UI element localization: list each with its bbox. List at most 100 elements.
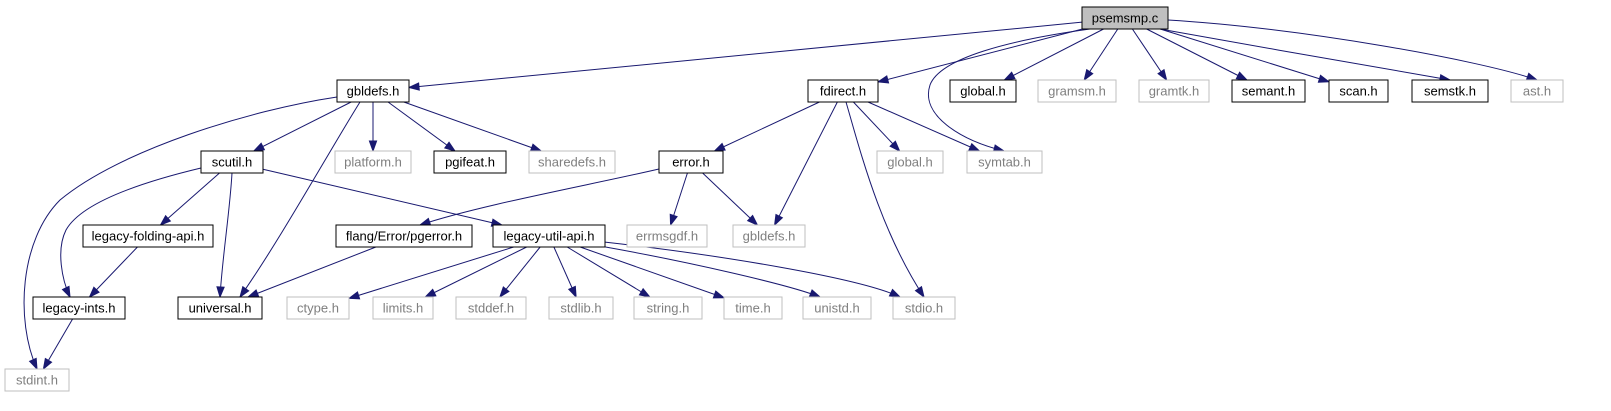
edge-scutil-h-to-universal-h-line xyxy=(219,172,233,298)
node-label: semant.h xyxy=(1242,84,1295,99)
edge-legacy-util-api-h-to-stddef-h-line xyxy=(499,246,541,298)
edge-psemsmp-c-to-fdirect-h-arrowhead xyxy=(876,75,890,84)
node-pgifeat-h[interactable]: pgifeat.h xyxy=(433,150,507,174)
edge-error-h-to-flang-error-pgerror-h-line xyxy=(419,168,660,226)
edge-scutil-h-to-legacy-folding-api-h-line xyxy=(160,172,220,226)
node-global-h-top[interactable]: global.h xyxy=(949,79,1017,103)
node-ast-h: ast.h xyxy=(1510,79,1564,103)
edge-psemsmp-c-to-global-h-top xyxy=(1003,28,1104,81)
edge-legacy-util-api-h-to-limits-h xyxy=(423,246,527,298)
node-box xyxy=(1510,79,1564,103)
node-box xyxy=(966,150,1043,174)
node-label: symtab.h xyxy=(978,155,1031,170)
edge-psemsmp-c-to-scan-h-arrowhead xyxy=(1317,74,1331,83)
edge-scutil-h-to-universal-h-arrowhead xyxy=(216,286,225,299)
node-fdirect-h[interactable]: fdirect.h xyxy=(807,79,879,103)
node-box xyxy=(1328,79,1389,103)
edge-legacy-folding-api-h-to-legacy-ints-h-line xyxy=(89,246,138,298)
node-legacy-folding-api-h[interactable]: legacy-folding-api.h xyxy=(82,224,214,248)
edge-legacy-util-api-h-to-stdio-h-line xyxy=(603,241,901,298)
node-legacy-ints-h[interactable]: legacy-ints.h xyxy=(32,296,126,320)
edge-psemsmp-c-to-global-h-top-line xyxy=(1004,28,1104,81)
node-psemsmp-c[interactable]: psemsmp.c xyxy=(1081,6,1169,30)
edge-error-h-to-gbldefs-h-2-line xyxy=(702,172,758,226)
node-box xyxy=(177,296,263,320)
edge-psemsmp-c-to-semant-h xyxy=(1146,28,1249,81)
edge-scutil-h-to-legacy-folding-api-h xyxy=(159,172,220,226)
edge-legacy-folding-api-h-to-legacy-ints-h xyxy=(88,246,138,299)
edge-legacy-util-api-h-to-ctype-h-arrowhead xyxy=(347,291,361,300)
node-box xyxy=(892,296,956,320)
node-label: ctype.h xyxy=(297,301,339,316)
node-box xyxy=(1411,79,1489,103)
edge-error-h-to-flang-error-pgerror-h xyxy=(418,168,660,226)
edge-gbldefs-h-to-sharedefs-h-line xyxy=(403,101,542,152)
node-legacy-util-api-h[interactable]: legacy-util-api.h xyxy=(492,224,606,248)
node-flang-error-pgerror-h[interactable]: flang/Error/pgerror.h xyxy=(335,224,473,248)
edge-psemsmp-c-to-gramtk-h-arrowhead xyxy=(1157,68,1168,82)
edge-legacy-util-api-h-to-stdlib-h xyxy=(553,246,577,299)
node-stdio-h: stdio.h xyxy=(892,296,956,320)
node-label: semstk.h xyxy=(1424,84,1476,99)
edge-fdirect-h-to-gbldefs-h-2-line xyxy=(774,101,838,226)
edge-psemsmp-c-to-gbldefs-h-arrowhead xyxy=(407,82,420,91)
edge-legacy-ints-h-to-stdint-h xyxy=(42,318,74,371)
node-semstk-h[interactable]: semstk.h xyxy=(1411,79,1489,103)
node-label: legacy-ints.h xyxy=(43,301,116,316)
edge-error-h-to-errmsgdf-h xyxy=(669,172,688,227)
node-stdlib-h: stdlib.h xyxy=(548,296,614,320)
edge-psemsmp-c-to-ast-h-arrowhead xyxy=(1525,72,1539,81)
edge-fdirect-h-to-error-h-line xyxy=(714,101,820,152)
node-scan-h[interactable]: scan.h xyxy=(1328,79,1389,103)
node-box xyxy=(32,296,126,320)
edge-flang-error-pgerror-h-to-universal-h-line xyxy=(247,246,377,298)
edge-legacy-util-api-h-to-ctype-h-line xyxy=(348,246,514,299)
node-platform-h: platform.h xyxy=(334,150,412,174)
edge-flang-error-pgerror-h-to-universal-h xyxy=(246,246,377,298)
node-string-h: string.h xyxy=(633,296,703,320)
node-label: stdio.h xyxy=(905,301,943,316)
node-label: gramsm.h xyxy=(1048,84,1106,99)
edge-psemsmp-c-to-gbldefs-h xyxy=(407,21,1083,91)
edge-gbldefs-h-to-sharedefs-h xyxy=(403,101,543,152)
node-semant-h[interactable]: semant.h xyxy=(1231,79,1306,103)
edge-gbldefs-h-to-universal-h-line xyxy=(239,101,361,298)
edge-gbldefs-h-to-scutil-h-arrowhead xyxy=(252,142,266,152)
edge-fdirect-h-to-stdio-h-line xyxy=(845,101,925,298)
edge-fdirect-h-to-error-h xyxy=(713,101,820,152)
edge-gbldefs-h-to-pgifeat-h xyxy=(387,101,457,152)
node-box xyxy=(949,79,1017,103)
node-scutil-h[interactable]: scutil.h xyxy=(200,150,264,174)
edge-gbldefs-h-to-sharedefs-h-arrowhead xyxy=(529,143,543,152)
edge-flang-error-pgerror-h-to-universal-h-arrowhead xyxy=(246,289,260,298)
node-box xyxy=(876,150,944,174)
node-label: pgifeat.h xyxy=(445,155,495,170)
edge-psemsmp-c-to-fdirect-h xyxy=(876,28,1083,84)
edge-legacy-util-api-h-to-string-h-arrowhead xyxy=(638,287,652,298)
node-stddef-h: stddef.h xyxy=(455,296,527,320)
edge-fdirect-h-to-symtab-h-line xyxy=(867,101,980,152)
node-label: stdint.h xyxy=(16,373,58,388)
node-gbldefs-h[interactable]: gbldefs.h xyxy=(336,79,410,103)
node-universal-h[interactable]: universal.h xyxy=(177,296,263,320)
node-label: gbldefs.h xyxy=(347,84,400,99)
node-label: scan.h xyxy=(1339,84,1377,99)
node-label: string.h xyxy=(647,301,690,316)
node-box xyxy=(336,79,410,103)
node-box xyxy=(723,296,783,320)
node-label: scutil.h xyxy=(212,155,252,170)
node-error-h[interactable]: error.h xyxy=(658,150,724,174)
edge-error-h-to-gbldefs-h-2 xyxy=(702,172,759,227)
edge-psemsmp-c-to-semstk-h-line xyxy=(1159,28,1451,81)
edge-legacy-util-api-h-to-unistd-h-arrowhead xyxy=(808,289,822,298)
node-unistd-h: unistd.h xyxy=(802,296,872,320)
node-label: legacy-util-api.h xyxy=(503,229,594,244)
node-global-h-mid: global.h xyxy=(876,150,944,174)
edge-psemsmp-c-to-gramtk-h xyxy=(1131,28,1168,82)
edge-psemsmp-c-to-symtab-h-line xyxy=(928,28,1091,152)
edge-psemsmp-c-to-scan-h-line xyxy=(1160,28,1330,83)
node-label: fdirect.h xyxy=(820,84,866,99)
edge-psemsmp-c-to-global-h-top-arrowhead xyxy=(1003,71,1016,81)
node-label: ast.h xyxy=(1523,84,1551,99)
edge-legacy-util-api-h-to-stdio-h-arrowhead xyxy=(888,288,902,298)
